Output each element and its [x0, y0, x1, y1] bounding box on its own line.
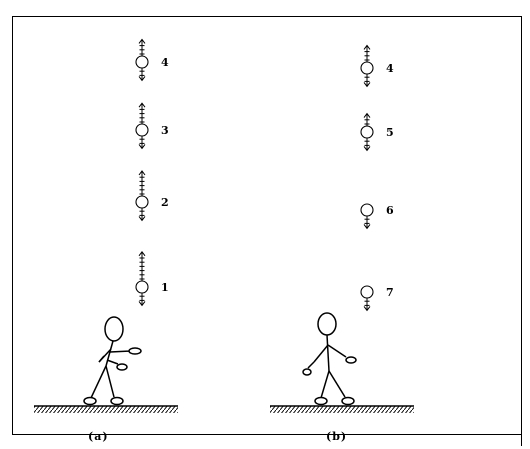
ball-circle [360, 285, 374, 299]
gravity-down-arrow [138, 208, 146, 222]
velocity-up-arrow [363, 44, 371, 62]
ball-label: 5 [386, 126, 394, 139]
ball-circle [135, 55, 149, 69]
velocity-up-arrow [138, 250, 146, 281]
ball-label: 2 [161, 196, 169, 209]
ball-circle [135, 195, 149, 209]
caption-a: (a) [88, 430, 109, 443]
gravity-down-arrow [138, 136, 146, 150]
ball-a-1: 1 [135, 250, 169, 307]
caption-b: (b) [326, 430, 347, 443]
velocity-up-arrow [363, 112, 371, 126]
ground-b [270, 405, 414, 413]
ball-label: 4 [386, 62, 394, 75]
ball-a-2: 2 [135, 170, 169, 222]
ball-b-4: 4 [360, 44, 394, 88]
ball-label: 1 [161, 281, 169, 294]
velocity-up-arrow [138, 102, 146, 124]
stick-figure-b [302, 312, 357, 406]
panel-b: 4 5 6 7 (b) [270, 44, 414, 443]
gravity-down-arrow [138, 68, 146, 82]
gravity-down-arrow [363, 298, 371, 312]
velocity-up-arrow [138, 170, 146, 196]
ball-circle [135, 280, 149, 294]
ball-b-5: 5 [360, 112, 394, 152]
ball-a-3: 3 [135, 102, 169, 150]
velocity-up-arrow [138, 38, 146, 56]
ground-a [34, 405, 178, 413]
ball-label: 6 [386, 204, 394, 217]
stick-figure-a [83, 316, 142, 406]
gravity-down-arrow [363, 74, 371, 88]
gravity-down-arrow [363, 216, 371, 230]
gravity-down-arrow [138, 293, 146, 307]
diagram-frame [12, 16, 522, 435]
ball-b-7: 7 [360, 285, 394, 312]
ball-b-6: 6 [360, 203, 394, 230]
ball-label: 3 [161, 124, 169, 137]
ball-label: 4 [161, 56, 169, 69]
ball-a-4: 4 [135, 38, 169, 82]
ball-circle [360, 61, 374, 75]
panel-a: 4 3 2 1 (a) [34, 38, 178, 443]
gravity-down-arrow [363, 138, 371, 152]
ball-label: 7 [386, 286, 394, 299]
ball-circle [135, 123, 149, 137]
ball-circle [360, 125, 374, 139]
ball-circle [360, 203, 374, 217]
